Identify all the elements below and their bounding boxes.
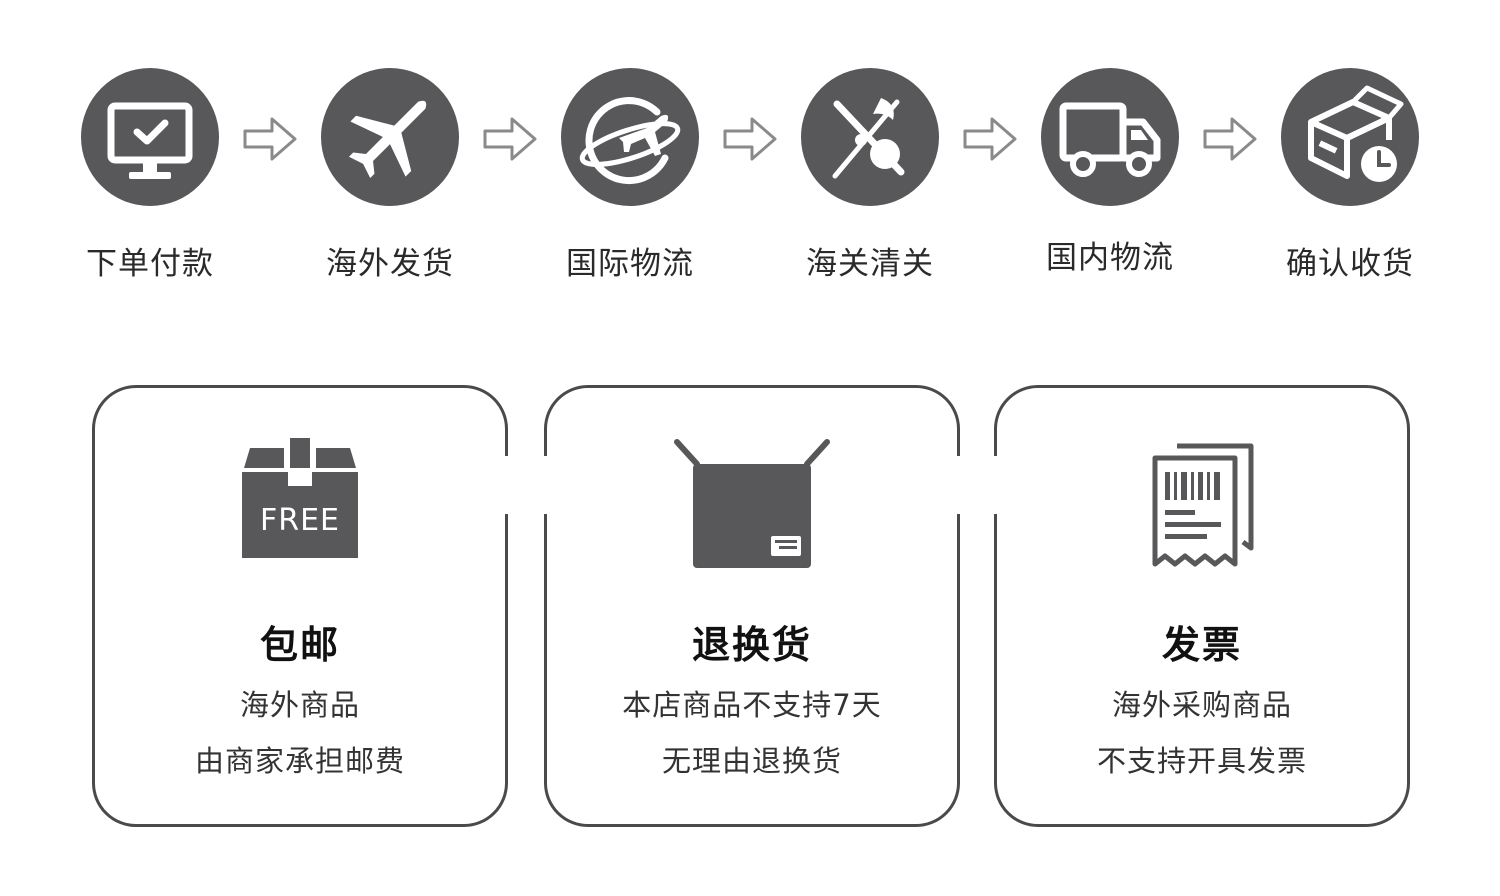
right-arrow-icon xyxy=(483,117,537,161)
step-overseas-shipping: 海外发货 xyxy=(320,68,460,282)
step-customs-clearance: 海关清关 xyxy=(800,68,940,282)
receipt-icon xyxy=(997,438,1407,588)
card-invoice: 发票 海外采购商品 不支持开具发票 xyxy=(989,385,1410,827)
step-confirm-receipt: 确认收货 xyxy=(1280,68,1420,282)
right-arrow-icon xyxy=(723,117,777,161)
card-line-2: 不支持开具发票 xyxy=(1096,744,1307,778)
step-label: 国内物流 xyxy=(1046,240,1174,276)
customs-icon xyxy=(801,68,939,206)
card-line-2: 无理由退换货 xyxy=(661,744,842,778)
free-box-icon: FREE xyxy=(95,438,505,588)
card-line-2: 由商家承担邮费 xyxy=(194,744,405,778)
step-label: 下单付款 xyxy=(86,246,214,282)
step-international-logistics: 国际物流 xyxy=(560,68,700,282)
step-label: 确认收货 xyxy=(1286,246,1414,282)
free-label: FREE xyxy=(260,503,340,538)
airplane-icon xyxy=(321,68,459,206)
step-domestic-logistics: 国内物流 xyxy=(1040,68,1180,276)
truck-icon xyxy=(1041,68,1179,206)
step-label: 海关清关 xyxy=(806,246,934,282)
card-returns: 退换货 本店商品不支持7天 无理由退换货 xyxy=(539,385,965,827)
card-line-1: 海外采购商品 xyxy=(1111,688,1292,722)
card-title: 退换货 xyxy=(691,623,812,667)
step-label: 国际物流 xyxy=(566,246,694,282)
step-order-payment: 下单付款 xyxy=(80,68,220,282)
card-title: 包邮 xyxy=(259,623,340,667)
card-line-1: 海外商品 xyxy=(239,688,360,722)
card-line-1: 本店商品不支持7天 xyxy=(622,688,882,722)
package-clock-icon xyxy=(1281,68,1419,206)
card-free-shipping: FREE 包邮 海外商品 由商家承担邮费 xyxy=(92,385,513,827)
right-arrow-icon xyxy=(1203,117,1257,161)
open-box-icon xyxy=(547,438,957,588)
process-steps: 下单付款 海外发货 国际物流 xyxy=(0,0,1500,300)
right-arrow-icon xyxy=(963,117,1017,161)
card-title: 发票 xyxy=(1161,623,1242,667)
right-arrow-icon xyxy=(243,117,297,161)
step-label: 海外发货 xyxy=(326,246,454,282)
monitor-check-icon xyxy=(81,68,219,206)
globe-plane-icon xyxy=(561,68,699,206)
